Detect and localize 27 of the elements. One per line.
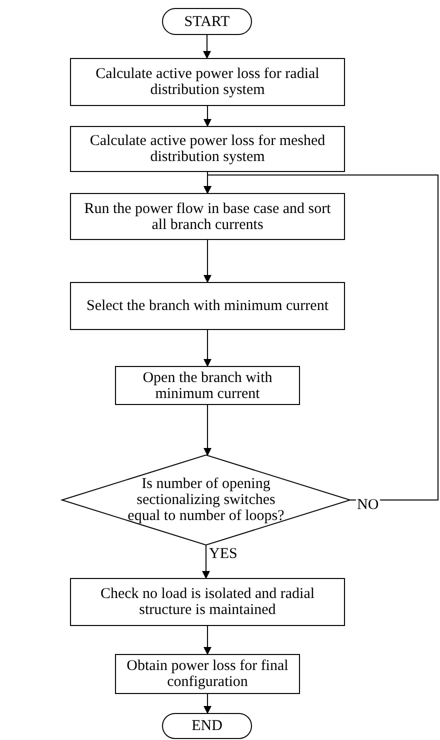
arrow <box>204 330 212 367</box>
node-text: Calculate active power loss for meshed distribution system <box>88 133 326 165</box>
node-text: Select the branch with minimum current <box>86 298 328 314</box>
node-text: Obtain power loss for final configuration <box>126 658 290 690</box>
node-text: Run the power flow in base case and sort all branch currents <box>83 200 332 232</box>
process-box <box>70 126 345 172</box>
node-text: Is number of opening sectionalizing switches equal to number of loops? <box>126 476 286 524</box>
process-box <box>70 578 345 626</box>
node-text: START <box>184 14 230 30</box>
arrow <box>204 404 212 456</box>
process-box <box>70 58 345 106</box>
process-box <box>115 366 300 405</box>
node-text: Calculate active power loss for radial distribution system <box>94 66 320 98</box>
process-box <box>115 654 300 694</box>
node-text: Check no load is isolated and radial structure is maintained <box>99 586 316 618</box>
process-box <box>70 282 345 330</box>
process-box <box>70 193 345 240</box>
arrow <box>204 626 212 655</box>
node-text: END <box>192 718 222 734</box>
arrow <box>204 694 212 714</box>
node-text: Open the branch with minimum current <box>142 370 274 402</box>
arrow <box>204 106 212 127</box>
arrow <box>203 34 211 59</box>
arrow <box>204 174 438 500</box>
arrow <box>204 240 212 283</box>
arrow <box>202 544 210 579</box>
decision-diamond <box>62 455 350 545</box>
